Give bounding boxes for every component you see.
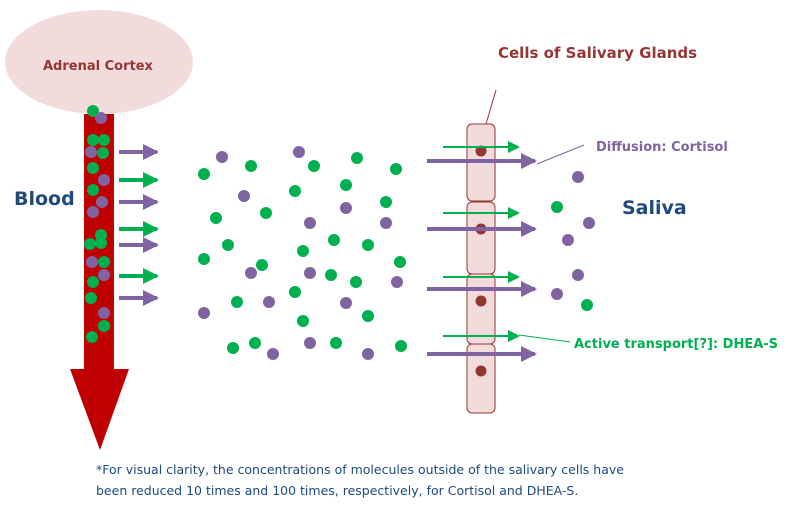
interstitial-molecules: [198, 146, 407, 360]
cortisol-molecule: [216, 151, 228, 163]
blood-exit-arrows: [119, 144, 159, 306]
dhea-s-molecule: [330, 337, 342, 349]
blood-label: Blood: [14, 188, 75, 210]
cortisol-molecule: [198, 307, 210, 319]
cell-nucleus: [475, 295, 487, 307]
dhea-s-molecule: [249, 337, 261, 349]
dhea-s-molecule: [395, 340, 407, 352]
dhea-s-molecule: [289, 185, 301, 197]
adrenal-cortex-shape: [5, 10, 193, 114]
dhea-s-molecule: [87, 162, 99, 174]
dhea-s-molecule: [362, 310, 374, 322]
diffusion-cortisol-label: Diffusion: Cortisol: [596, 140, 728, 155]
dhea-s-molecule: [260, 207, 272, 219]
footnote-line-2: been reduced 10 times and 100 times, res…: [96, 483, 579, 498]
dhea-s-molecule: [340, 179, 352, 191]
dhea-s-molecule: [87, 105, 99, 117]
cortisol-molecule: [85, 146, 97, 158]
cortisol-molecule: [245, 267, 257, 279]
dhea-s-molecule: [84, 238, 96, 250]
salivary-gland-cells: [466, 123, 496, 414]
cortisol-molecule: [238, 190, 250, 202]
cell-nucleus: [475, 365, 487, 377]
cortisol-molecule: [304, 267, 316, 279]
cortisol-molecule: [86, 256, 98, 268]
dhea-s-molecule: [98, 320, 110, 332]
cortisol-molecule: [98, 269, 110, 281]
saliva-molecules: [551, 171, 595, 311]
dhea-s-molecule: [362, 239, 374, 251]
cortisol-molecule: [96, 196, 108, 208]
dhea-s-molecule: [394, 256, 406, 268]
cortisol-molecule: [304, 337, 316, 349]
dhea-s-molecule: [97, 147, 109, 159]
dhea-s-molecule: [222, 239, 234, 251]
dhea-s-molecule: [198, 168, 210, 180]
dhea-s-molecule: [297, 245, 309, 257]
dhea-s-molecule: [380, 196, 392, 208]
dhea-s-molecule: [308, 160, 320, 172]
cortisol-molecule: [263, 296, 275, 308]
blood-molecules: [84, 105, 110, 343]
cortisol-molecule: [551, 288, 563, 300]
dhea-s-molecule: [87, 276, 99, 288]
cortisol-molecule: [87, 206, 99, 218]
cells-callout-line: [485, 89, 497, 125]
cortisol-molecule: [362, 348, 374, 360]
dhea-s-molecule: [351, 152, 363, 164]
dhea-s-molecule: [231, 296, 243, 308]
salivary-cell: [466, 273, 496, 345]
cortisol-molecule: [583, 217, 595, 229]
cortisol-molecule: [340, 297, 352, 309]
dhea-s-molecule: [198, 253, 210, 265]
blood-vessel-arrow: [70, 114, 129, 450]
dhea-s-molecule: [581, 299, 593, 311]
cortisol-molecule: [562, 234, 574, 246]
salivary-cells-title: Cells of Salivary Glands: [498, 44, 698, 62]
footnote: *For visual clarity, the concentrations …: [96, 459, 624, 501]
salivary-cell: [466, 343, 496, 414]
cortisol-molecule: [572, 269, 584, 281]
cortisol-molecule: [380, 217, 392, 229]
dhea-s-molecule: [350, 276, 362, 288]
dhea-s-molecule: [289, 286, 301, 298]
dhea-s-molecule: [227, 342, 239, 354]
dhea-s-molecule: [98, 134, 110, 146]
dhea-s-molecule: [245, 160, 257, 172]
footnote-line-1: *For visual clarity, the concentrations …: [96, 462, 624, 477]
cell-nucleus: [475, 145, 487, 157]
dhea-s-molecule: [210, 212, 222, 224]
dhea-s-molecule: [87, 134, 99, 146]
cortisol-molecule: [95, 112, 107, 124]
dhea-s-molecule: [256, 259, 268, 271]
dhea-s-molecule: [325, 269, 337, 281]
diffusion-callout-line: [536, 144, 585, 165]
dhea-s-molecule: [86, 331, 98, 343]
active-transport-callout-line: [518, 334, 571, 343]
cortisol-molecule: [293, 146, 305, 158]
adrenal-cortex-label: Adrenal Cortex: [43, 59, 153, 74]
dhea-s-molecule: [297, 315, 309, 327]
dhea-s-molecule: [87, 184, 99, 196]
active-transport-dhea-label: Active transport[?]: DHEA-S: [574, 337, 779, 352]
dhea-s-molecule: [95, 237, 107, 249]
dhea-s-molecule: [390, 163, 402, 175]
cortisol-molecule: [267, 348, 279, 360]
dhea-s-molecule: [551, 201, 563, 213]
cortisol-molecule: [304, 217, 316, 229]
dhea-s-molecule: [328, 234, 340, 246]
cortisol-molecule: [572, 171, 584, 183]
transport-arrows: [427, 141, 537, 362]
saliva-label: Saliva: [622, 197, 687, 219]
dhea-s-molecule: [98, 256, 110, 268]
cortisol-molecule: [340, 202, 352, 214]
cortisol-molecule: [391, 276, 403, 288]
cortisol-molecule: [98, 307, 110, 319]
dhea-s-molecule: [85, 292, 97, 304]
cortisol-molecule: [98, 174, 110, 186]
